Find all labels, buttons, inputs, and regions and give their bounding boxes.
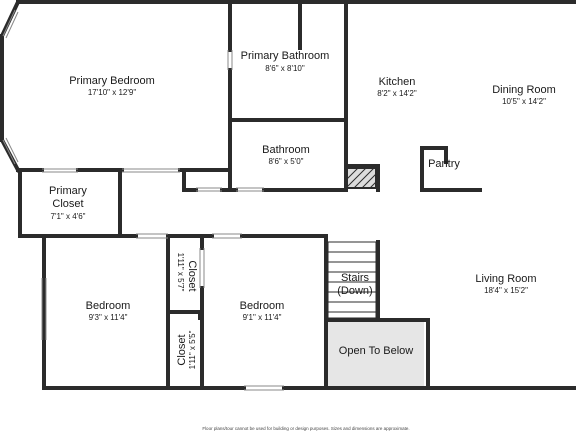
closet-upper-label: Closet bbox=[186, 260, 198, 291]
kitchen-label: Kitchen bbox=[379, 76, 416, 88]
bathroom-label: Bathroom bbox=[262, 144, 310, 156]
dining-room-dims: 10'5" x 14'2" bbox=[502, 97, 546, 106]
kitchen-hatch bbox=[345, 167, 377, 189]
closet-lower-label: Closet bbox=[176, 334, 188, 365]
closet-upper-dims: 1'11" x 5'7" bbox=[176, 253, 185, 292]
stairs-label-line1: Stairs bbox=[341, 272, 370, 284]
primary-bedroom-label: Primary Bedroom bbox=[69, 75, 155, 87]
open-to-below-area bbox=[328, 322, 424, 386]
bedroom-right-dims: 9'1" x 11'4" bbox=[243, 313, 282, 322]
bedroom-right-label: Bedroom bbox=[240, 300, 285, 312]
primary-closet-dims: 7'1" x 4'6" bbox=[51, 212, 86, 221]
bedroom-left-dims: 9'3" x 11'4" bbox=[89, 313, 128, 322]
primary-closet-label-line2: Closet bbox=[52, 198, 83, 210]
disclaimer-text: Floor plans/tour cannot be used for buil… bbox=[202, 426, 409, 431]
primary-closet-label-line1: Primary bbox=[49, 185, 87, 197]
closet-lower-dims: 1'11" x 5'5" bbox=[188, 330, 197, 369]
primary-bedroom-dims: 17'10" x 12'9" bbox=[88, 88, 136, 97]
kitchen-dims: 8'2" x 14'2" bbox=[377, 89, 417, 98]
primary-bathroom-label: Primary Bathroom bbox=[241, 50, 330, 62]
stairs-label-line2: (Down) bbox=[337, 285, 372, 297]
primary-bathroom-dims: 8'6" x 8'10" bbox=[265, 64, 305, 73]
open-to-below-label: Open To Below bbox=[339, 345, 413, 357]
bathroom-dims: 8'6" x 5'0" bbox=[269, 157, 304, 166]
living-room-label: Living Room bbox=[475, 273, 536, 285]
bedroom-left-label: Bedroom bbox=[86, 300, 131, 312]
windows bbox=[2, 9, 284, 391]
living-room-dims: 18'4" x 15'2" bbox=[484, 286, 528, 295]
pantry-label: Pantry bbox=[428, 158, 460, 170]
dining-room-label: Dining Room bbox=[492, 84, 556, 96]
